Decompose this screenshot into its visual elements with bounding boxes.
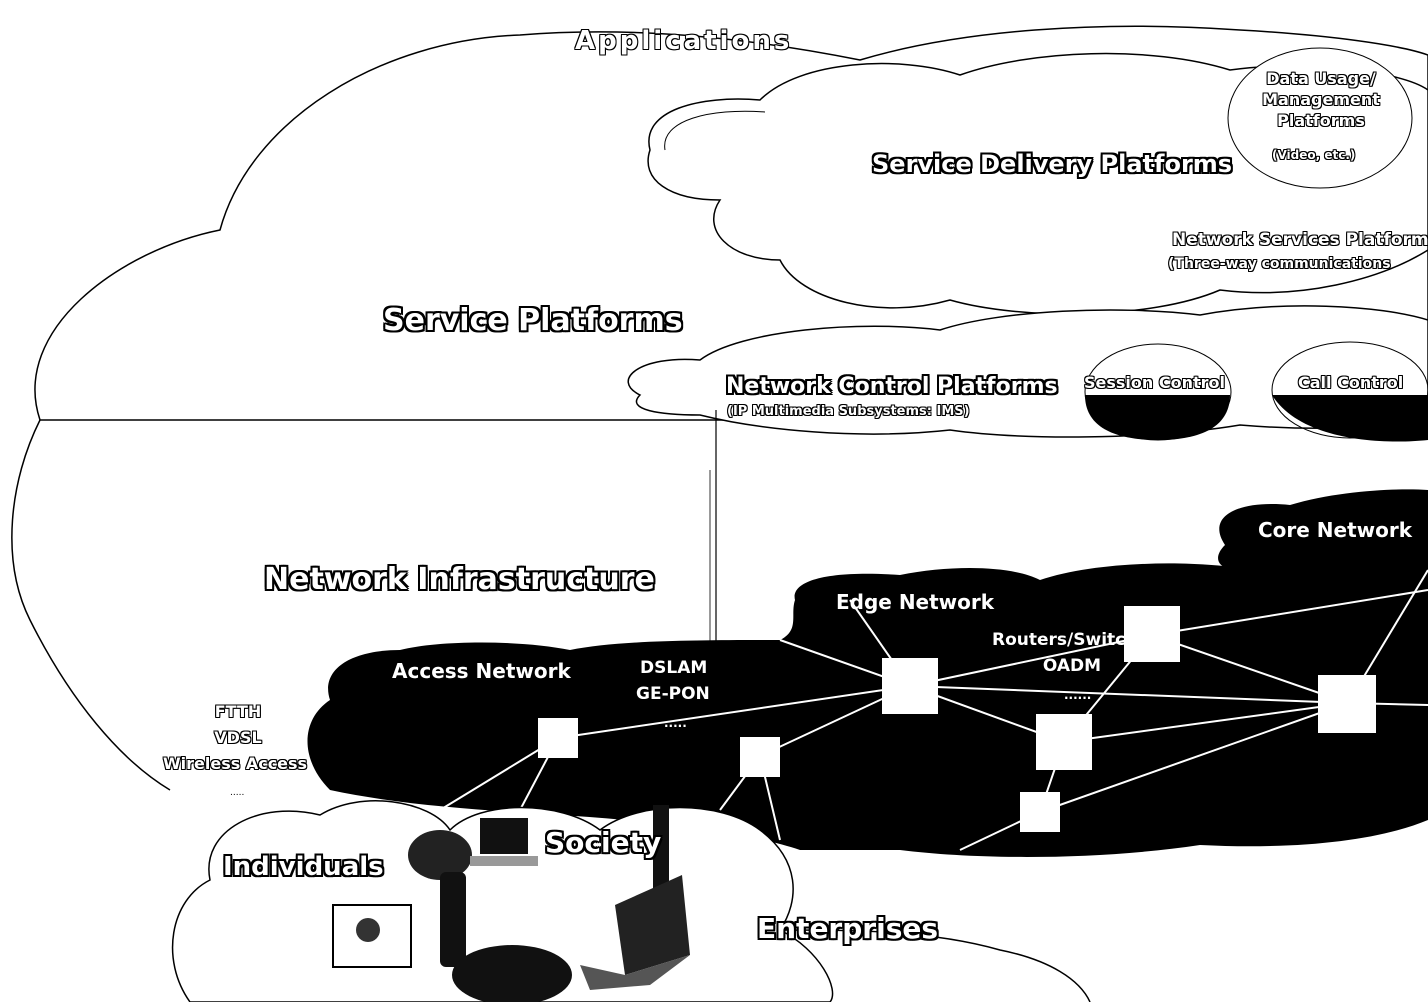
network-infrastructure-label: Network Infrastructure [264,562,655,597]
service-platforms-label: Service Platforms [383,303,683,338]
session-control-label: Session Control [1084,373,1225,392]
applications-label: Applications [575,26,793,56]
ftth-label: FTTH [214,702,262,721]
service-delivery-cloud-inner [664,110,766,151]
service-delivery-label: Service Delivery Platforms [872,150,1233,178]
core-node [1318,675,1376,733]
access-ellipsis-label: ..... [664,716,687,730]
dslam-node [740,737,780,777]
vdsl-label: VDSL [214,728,262,747]
access-node [538,718,578,758]
edge-node-3 [1036,714,1092,770]
access-network-label: Access Network [392,659,571,683]
phone-shadow-icon [408,830,472,880]
dslam-label: DSLAM [640,658,708,678]
individuals-ellipsis-label: ..... [230,788,245,798]
laptop-base-icon [470,856,538,866]
call-control-bubble [1272,395,1428,442]
mobile-phone-icon [440,872,466,967]
outer-left-cloud-edge [11,419,171,791]
data-usage-label: Data Usage/ Management Platforms [1262,69,1380,130]
wireless-access-label: Wireless Access [163,754,308,773]
network-control-sub: (IP Multimedia Subsystems: IMS) [727,404,970,419]
edge-network-label: Edge Network [836,590,995,614]
network-services-label: Network Services Platform [1172,230,1428,250]
edge-node-1 [882,658,938,714]
dark-blob-bottom [452,945,572,1002]
edge-node-4 [1020,792,1060,832]
data-usage-sub: (Video, etc.) [1272,148,1356,162]
laptop-screen-icon [480,818,528,854]
individuals-label: Individuals [223,852,384,882]
applications-cloud [34,25,1428,421]
core-network-label: Core Network [1258,518,1413,542]
session-control-bubble [1085,395,1230,440]
ge-pon-label: GE-PON [636,684,710,704]
enterprises-cloud-edge [779,929,1091,1002]
edge-ellipsis-label: ...... [1064,688,1092,702]
routers-switches-label: Routers/Switches [992,630,1159,650]
network-control-label: Network Control Platforms [726,374,1058,399]
notebook-pc-icon [615,875,690,975]
call-control-label: Call Control [1298,373,1404,392]
data-usage-bubble [1227,47,1413,189]
network-nodes [538,606,1376,832]
oadm-label: OADM [1042,656,1102,676]
notebook-base-icon [580,955,690,990]
call-control-outline [1271,341,1428,439]
enterprises-label: Enterprises [757,912,939,945]
desktop-screen-image [356,918,380,942]
tower-server-icon [653,805,669,895]
network-services-sub: (Three-way communications [1168,256,1391,272]
edge-node-2 [1124,606,1180,662]
session-control-outline [1084,343,1232,441]
society-label: Society [545,826,662,859]
